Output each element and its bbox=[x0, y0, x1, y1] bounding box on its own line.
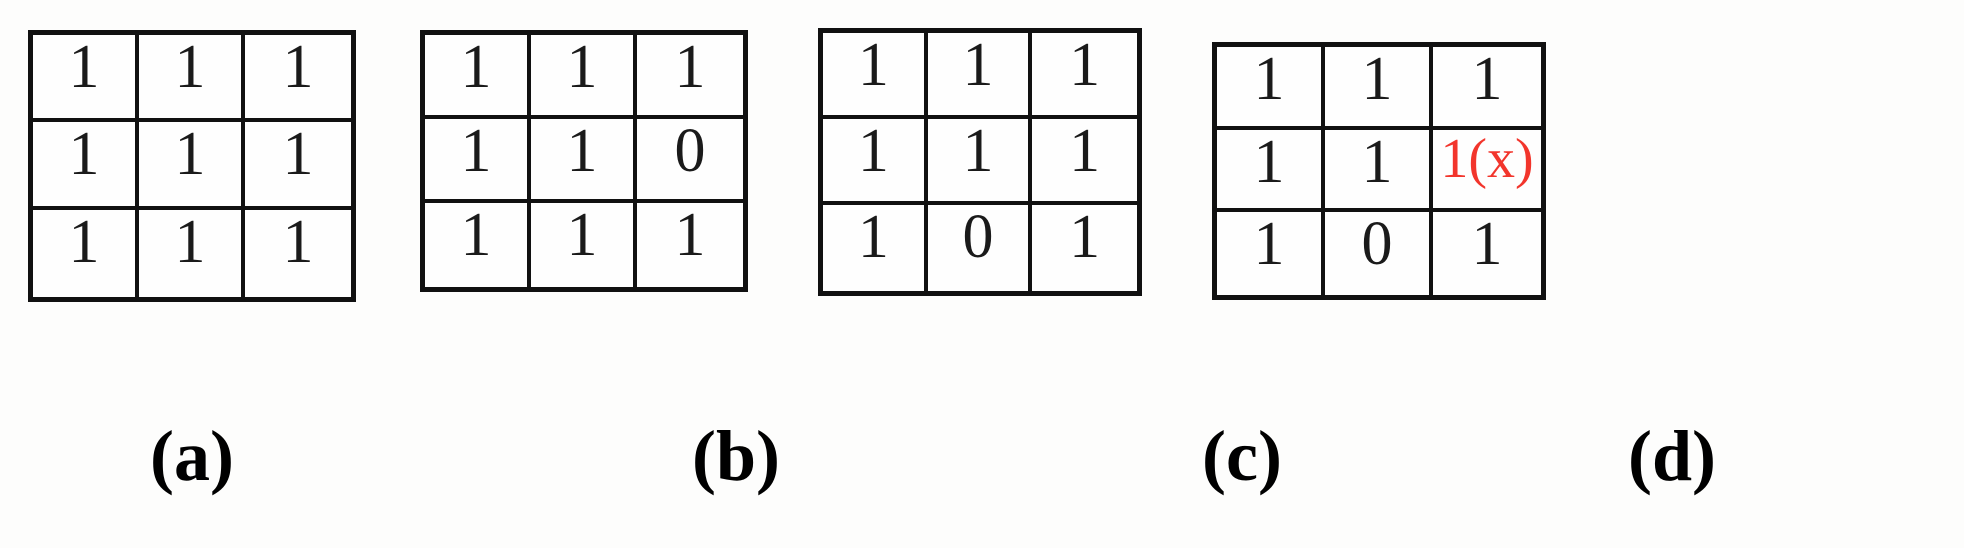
grid-d-cell-r2c3[interactable]: 1(x) bbox=[1433, 130, 1541, 213]
grid-b-cell-r3c2[interactable]: 1 bbox=[531, 203, 637, 287]
grid-c-cell-r3c2[interactable]: 0 bbox=[928, 205, 1033, 291]
cell-value: 1 bbox=[566, 119, 598, 185]
grid-b-cell-r3c3[interactable]: 1 bbox=[637, 203, 743, 287]
cell-value: 1 bbox=[282, 35, 314, 101]
grid-a-cell-r1c1[interactable]: 1 bbox=[33, 35, 139, 123]
cell-value: 1 bbox=[1471, 47, 1503, 113]
panel-label-d: (d) bbox=[1628, 416, 1716, 496]
grid-a-cell-r2c1[interactable]: 1 bbox=[33, 122, 139, 210]
grid-d-cell-r1c1[interactable]: 1 bbox=[1217, 47, 1325, 130]
grid-c-cell-r2c1[interactable]: 1 bbox=[823, 119, 928, 205]
grid-b-cell-r2c1[interactable]: 1 bbox=[425, 119, 531, 203]
grid-a: 1 1 1 1 1 1 1 1 1 bbox=[28, 30, 356, 302]
panel-label-a: (a) bbox=[150, 416, 234, 496]
grid-a-cell-r3c2[interactable]: 1 bbox=[139, 209, 245, 297]
cell-value: 1 bbox=[1069, 205, 1101, 271]
cell-value: 1 bbox=[962, 33, 994, 99]
cell-value: 1 bbox=[68, 209, 100, 276]
grid-c-cell-r3c3[interactable]: 1 bbox=[1032, 205, 1137, 291]
cell-value: 1 bbox=[460, 203, 492, 269]
cell-value: 1 bbox=[566, 35, 598, 101]
cell-value: 1 bbox=[174, 35, 206, 101]
cell-value: 1 bbox=[174, 122, 206, 189]
grid-c-cell-r1c2[interactable]: 1 bbox=[927, 33, 1033, 119]
cell-value: 1 bbox=[1253, 47, 1285, 113]
grid-b-cell-r3c1[interactable]: 1 bbox=[425, 203, 531, 287]
cell-value: 1 bbox=[857, 119, 889, 185]
cell-value: 1 bbox=[857, 33, 889, 99]
cell-value: 1 bbox=[68, 122, 100, 189]
cell-value: 1 bbox=[1361, 47, 1393, 113]
cell-value: 0 bbox=[962, 205, 994, 271]
grid-d-cell-r3c3[interactable]: 1 bbox=[1433, 212, 1541, 295]
grid-b-cell-r1c3[interactable]: 1 bbox=[637, 35, 743, 119]
cell-value: 1 bbox=[566, 203, 598, 269]
grid-d-cell-r2c2[interactable]: 1 bbox=[1325, 129, 1433, 213]
cell-value: 1 bbox=[674, 35, 706, 101]
grid-a-cell-r3c1[interactable]: 1 bbox=[33, 209, 139, 297]
grid-d-cell-r1c2[interactable]: 1 bbox=[1325, 47, 1433, 130]
cell-value: 1 bbox=[282, 122, 314, 189]
grid-a-cell-r2c2[interactable]: 1 bbox=[139, 122, 245, 210]
cell-value: 1 bbox=[460, 119, 492, 185]
cell-value: 1 bbox=[460, 35, 492, 101]
cell-value: 0 bbox=[1361, 212, 1393, 279]
cell-value: 1 bbox=[174, 209, 206, 276]
cell-value: 1 bbox=[1069, 33, 1101, 99]
cell-value: 1 bbox=[1069, 119, 1101, 185]
cell-value: 1 bbox=[1361, 129, 1393, 196]
cell-value: 1 bbox=[962, 119, 994, 185]
panel-label-b: (b) bbox=[692, 416, 780, 496]
grid-b-cell-r1c2[interactable]: 1 bbox=[531, 35, 637, 119]
cell-value: 1 bbox=[282, 209, 314, 276]
grid-b-cell-r1c1[interactable]: 1 bbox=[425, 35, 531, 119]
cell-value: 1 bbox=[674, 203, 706, 269]
grid-d-cell-r3c1[interactable]: 1 bbox=[1217, 212, 1325, 295]
grid-c-cell-r1c3[interactable]: 1 bbox=[1032, 33, 1137, 119]
grid-c-cell-r2c3[interactable]: 1 bbox=[1032, 119, 1137, 205]
cell-value-highlighted: 1(x) bbox=[1440, 129, 1534, 190]
grid-b: 1 1 1 1 1 0 1 1 1 bbox=[420, 30, 748, 292]
panel-label-c: (c) bbox=[1202, 416, 1282, 496]
grid-a-cell-r1c2[interactable]: 1 bbox=[139, 35, 245, 123]
cell-value: 1 bbox=[68, 35, 100, 101]
grid-c-cell-r1c1[interactable]: 1 bbox=[823, 33, 928, 119]
grid-a-cell-r2c3[interactable]: 1 bbox=[245, 122, 351, 210]
grid-d-cell-r2c1[interactable]: 1 bbox=[1217, 129, 1325, 213]
grid-d-cell-r1c3[interactable]: 1 bbox=[1433, 47, 1541, 130]
grid-d-cell-r3c2[interactable]: 0 bbox=[1325, 212, 1433, 295]
grid-c: 1 1 1 1 1 1 1 0 1 bbox=[818, 28, 1142, 296]
cell-value: 0 bbox=[674, 119, 706, 185]
cell-value: 1 bbox=[1253, 129, 1285, 196]
grid-a-cell-r3c3[interactable]: 1 bbox=[245, 210, 351, 297]
grid-c-cell-r2c2[interactable]: 1 bbox=[927, 119, 1033, 205]
grid-b-cell-r2c2[interactable]: 1 bbox=[531, 119, 637, 203]
cell-value: 1 bbox=[1253, 212, 1285, 279]
cell-value: 1 bbox=[1471, 212, 1503, 279]
grid-a-cell-r1c3[interactable]: 1 bbox=[245, 35, 351, 123]
grid-d: 1 1 1 1 1 1(x) 1 0 1 bbox=[1212, 42, 1546, 300]
grid-c-cell-r3c1[interactable]: 1 bbox=[823, 205, 928, 291]
cell-value: 1 bbox=[857, 205, 889, 271]
grid-b-cell-r2c3[interactable]: 0 bbox=[637, 119, 743, 203]
